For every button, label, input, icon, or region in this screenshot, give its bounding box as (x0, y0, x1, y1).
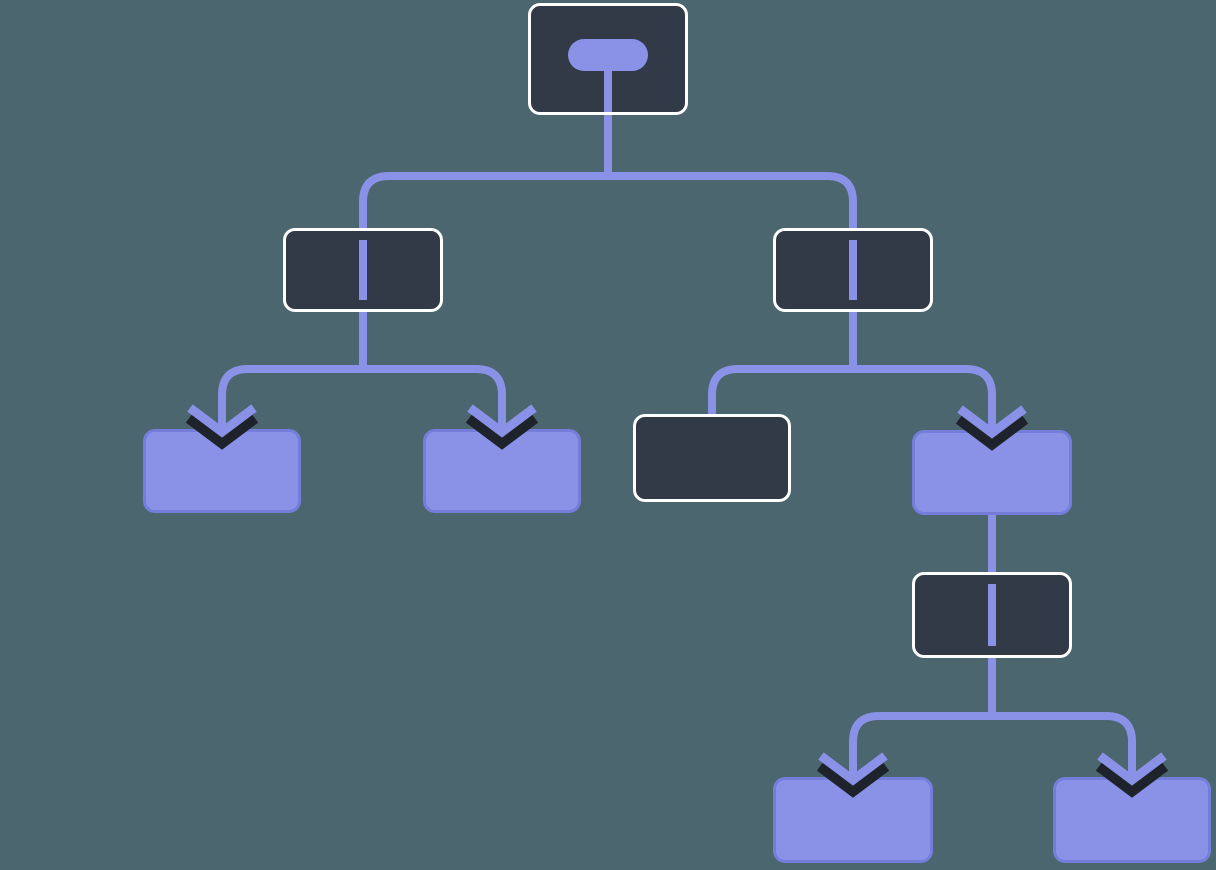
node-leaf-bottom-right[interactable] (1053, 777, 1211, 863)
connector-level1-bar (359, 172, 857, 232)
node-divider-line (988, 584, 996, 646)
node-branch-right[interactable] (773, 228, 933, 312)
root-pill-shape (568, 39, 648, 71)
root-pill-stem (604, 66, 612, 112)
connector-bottom-bar (849, 712, 1136, 772)
node-mid-purple[interactable] (912, 430, 1072, 515)
node-leaf-bottom-left[interactable] (773, 777, 933, 863)
node-branch-left[interactable] (283, 228, 443, 312)
connector-left-branch-bar (218, 365, 506, 424)
node-divider-line (849, 240, 857, 300)
node-divider-line (359, 240, 367, 300)
connector-right-branch-bar (708, 365, 996, 424)
node-dark-leaf[interactable] (633, 414, 791, 502)
node-leaf-left-1[interactable] (143, 429, 301, 513)
node-leaf-left-2[interactable] (423, 429, 581, 513)
node-root[interactable] (528, 3, 688, 115)
node-branch-bottom[interactable] (912, 572, 1072, 658)
